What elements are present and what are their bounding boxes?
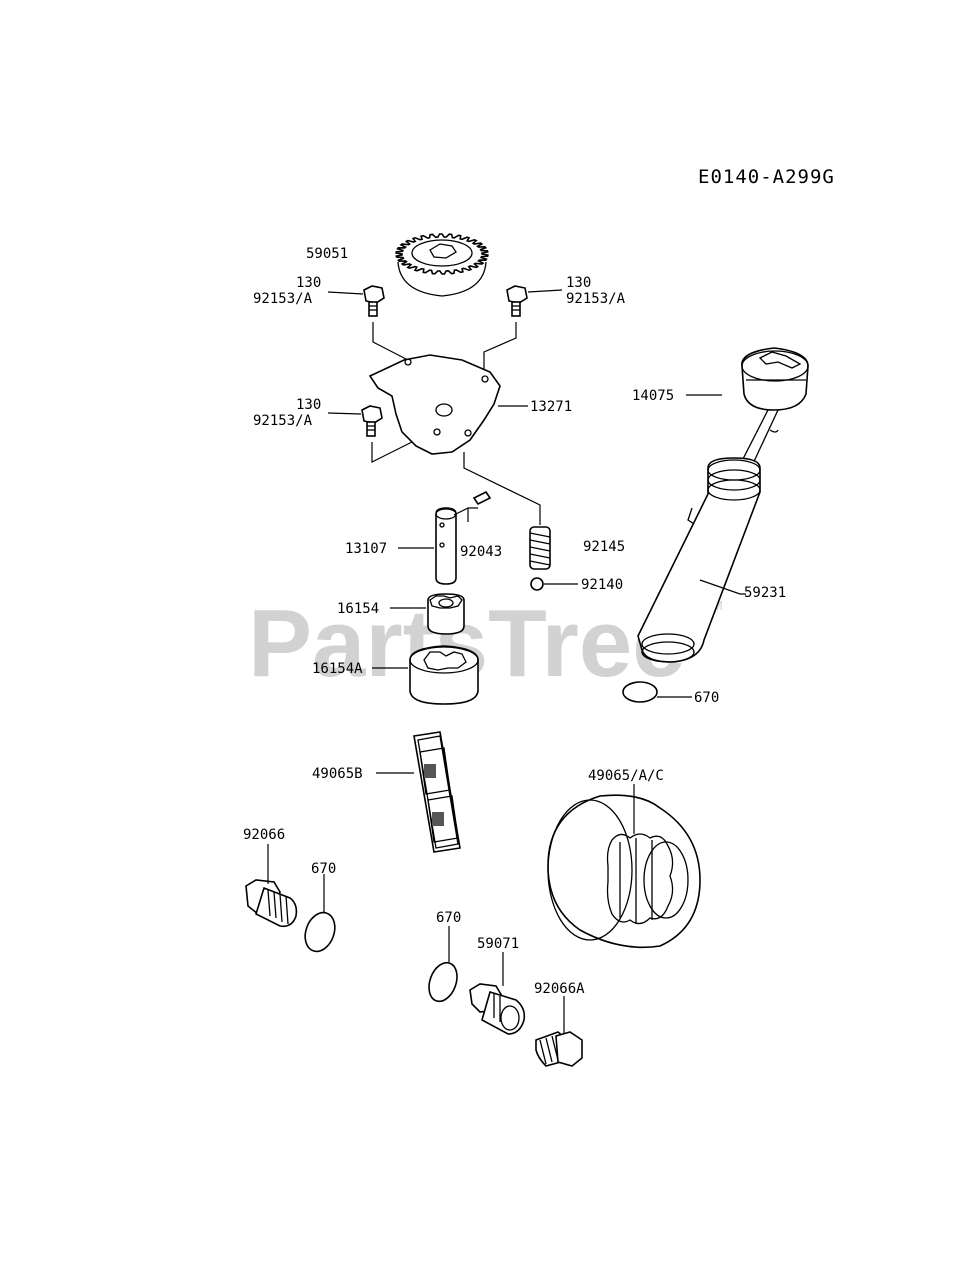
- label-59231: 59231: [744, 585, 786, 601]
- pin-part[interactable]: [472, 490, 492, 506]
- label-92066: 92066: [243, 827, 285, 843]
- label-92043: 92043: [460, 544, 502, 560]
- relief-ball[interactable]: [530, 577, 544, 591]
- dipstick-tube[interactable]: [637, 457, 761, 663]
- dipstick-part[interactable]: [721, 347, 809, 501]
- fitting-part[interactable]: [469, 983, 526, 1035]
- label-16154: 16154: [337, 601, 379, 617]
- label-16154a: 16154A: [312, 661, 363, 677]
- oring-mid[interactable]: [424, 959, 462, 1005]
- label-92140: 92140: [581, 577, 623, 593]
- outer-rotor[interactable]: [409, 645, 479, 705]
- label-92066a: 92066A: [534, 981, 585, 997]
- diagram-code: E0140-A299G: [698, 166, 835, 188]
- label-bolt-tl-92153a: 92153/A: [253, 291, 313, 307]
- label-bolt-ml-92153a: 92153/A: [253, 413, 313, 429]
- gear-part[interactable]: [395, 233, 489, 297]
- label-670-left: 670: [311, 861, 336, 877]
- oil-screen[interactable]: [413, 731, 461, 853]
- oring-left[interactable]: [300, 908, 340, 955]
- label-670-mid: 670: [436, 910, 461, 926]
- bolt-top-left[interactable]: [363, 285, 385, 317]
- label-59051: 59051: [306, 246, 348, 262]
- label-bolt-tl-130: 130: [296, 275, 321, 291]
- label-59071: 59071: [477, 936, 519, 952]
- drain-plug-right[interactable]: [535, 1031, 583, 1067]
- label-49065b: 49065B: [312, 766, 363, 782]
- label-bolt-tr-92153a: 92153/A: [566, 291, 626, 307]
- label-bolt-tr-130: 130: [566, 275, 591, 291]
- bolt-top-right[interactable]: [506, 285, 528, 317]
- pump-shaft[interactable]: [435, 507, 457, 585]
- inner-rotor[interactable]: [427, 593, 465, 635]
- label-92145: 92145: [583, 539, 625, 555]
- drain-plug-left[interactable]: [245, 879, 298, 928]
- pump-cover-plate[interactable]: [368, 354, 501, 455]
- bolt-mid-left[interactable]: [361, 405, 383, 437]
- relief-spring[interactable]: [529, 526, 551, 570]
- label-14075: 14075: [632, 388, 674, 404]
- label-670-tube: 670: [694, 690, 719, 706]
- oring-tube[interactable]: [622, 681, 658, 703]
- oil-filter[interactable]: [547, 794, 701, 949]
- label-13107: 13107: [345, 541, 387, 557]
- label-49065ac: 49065/A/C: [588, 768, 664, 784]
- label-13271: 13271: [530, 399, 572, 415]
- label-bolt-ml-130: 130: [296, 397, 321, 413]
